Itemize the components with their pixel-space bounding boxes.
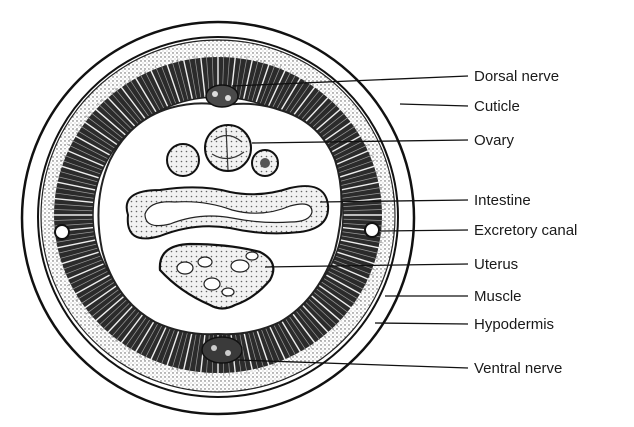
label-ovary: Ovary (474, 132, 515, 149)
label-excretory-canal: Excretory canal (474, 222, 577, 239)
excretory-canal-right (365, 223, 379, 237)
leader-cuticle (400, 104, 468, 106)
dorsal-nerve-structure (206, 85, 238, 107)
label-uterus: Uterus (474, 256, 518, 273)
label-cuticle: Cuticle (474, 98, 520, 115)
ventral-nerve-structure (202, 337, 242, 363)
label-hypodermis: Hypodermis (474, 316, 554, 333)
label-dorsal-nerve: Dorsal nerve (474, 68, 559, 85)
label-ventral-nerve: Ventral nerve (474, 360, 562, 377)
leader-hypodermis (375, 323, 468, 324)
label-intestine: Intestine (474, 192, 531, 209)
label-muscle: Muscle (474, 288, 522, 305)
excretory-canal-left (55, 225, 69, 239)
